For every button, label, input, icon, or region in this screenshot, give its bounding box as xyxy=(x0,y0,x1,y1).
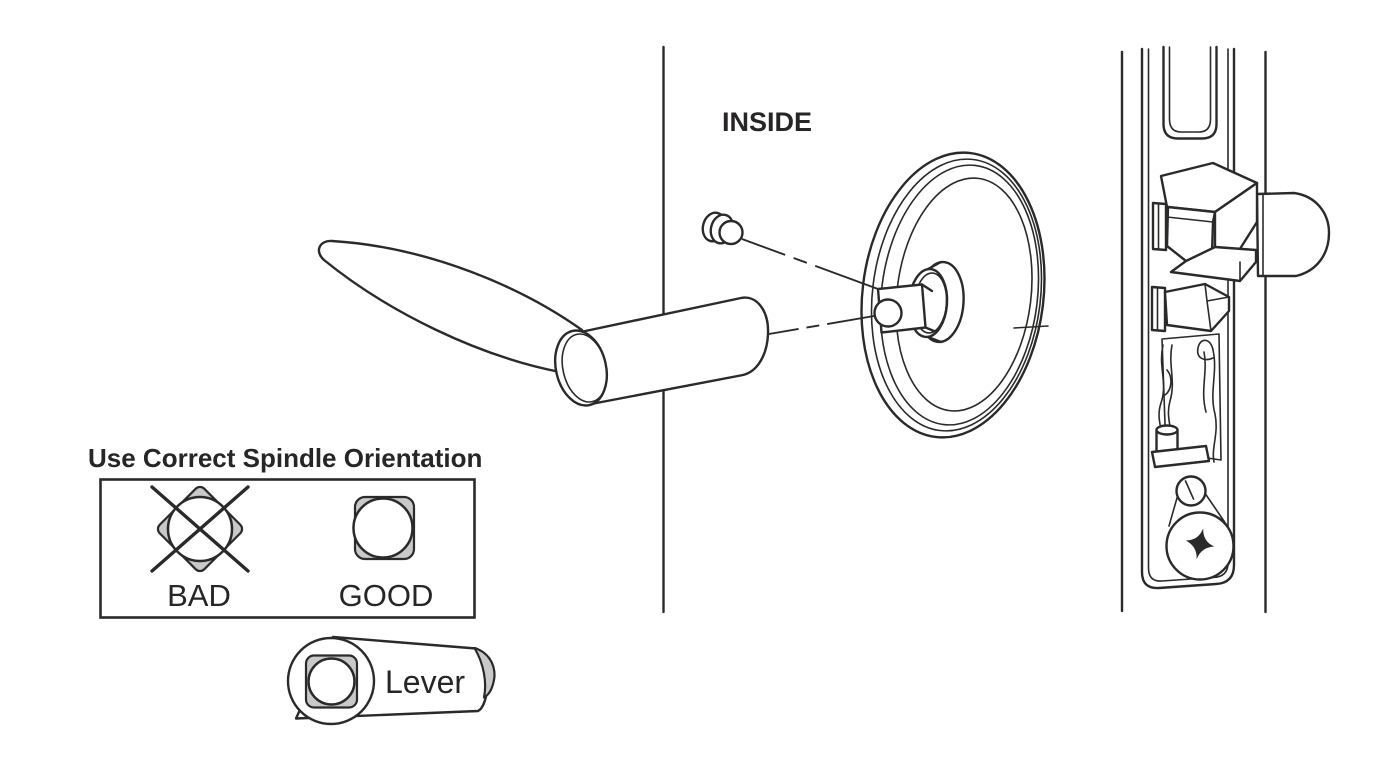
mounting-pin xyxy=(701,211,744,246)
lever-shank xyxy=(553,296,770,407)
lever-label: Lever xyxy=(385,664,465,700)
bad-label: BAD xyxy=(167,578,231,613)
lever-socket-bore xyxy=(307,657,356,706)
spindle-orientation-panel: Use Correct Spindle Orientation BAD GOOD xyxy=(88,443,482,619)
phillips-screw-icon xyxy=(1185,528,1215,560)
top-cutout-outer xyxy=(1162,45,1218,140)
good-spindle-icon xyxy=(352,495,416,561)
bad-spindle-icon xyxy=(150,485,250,573)
lever-socket-illustration: Lever xyxy=(286,635,496,726)
inside-label: INSIDE xyxy=(722,107,812,137)
mounting-screw-plate xyxy=(1165,475,1235,581)
good-label: GOOD xyxy=(339,578,434,613)
latch-bolt-head xyxy=(1255,191,1331,278)
mechanism-bar xyxy=(1150,444,1211,469)
lock-mechanism xyxy=(1150,333,1222,469)
orientation-title: Use Correct Spindle Orientation xyxy=(88,443,482,473)
deadlatch xyxy=(1150,282,1231,333)
latch-bolt xyxy=(1151,161,1259,283)
alignment-dash-lines xyxy=(741,238,879,335)
faceplate-inner xyxy=(1147,48,1229,582)
spindle-hub xyxy=(873,260,965,344)
spindle-tip xyxy=(873,298,903,328)
rose-parting-line xyxy=(1013,325,1049,329)
lever-end-shade xyxy=(473,646,496,699)
faceplate-outer xyxy=(1140,47,1236,590)
lever-handle xyxy=(317,239,584,374)
mortise-lock-edge xyxy=(1120,45,1331,614)
orientation-box xyxy=(99,478,476,619)
top-cutout-inner xyxy=(1168,46,1212,133)
